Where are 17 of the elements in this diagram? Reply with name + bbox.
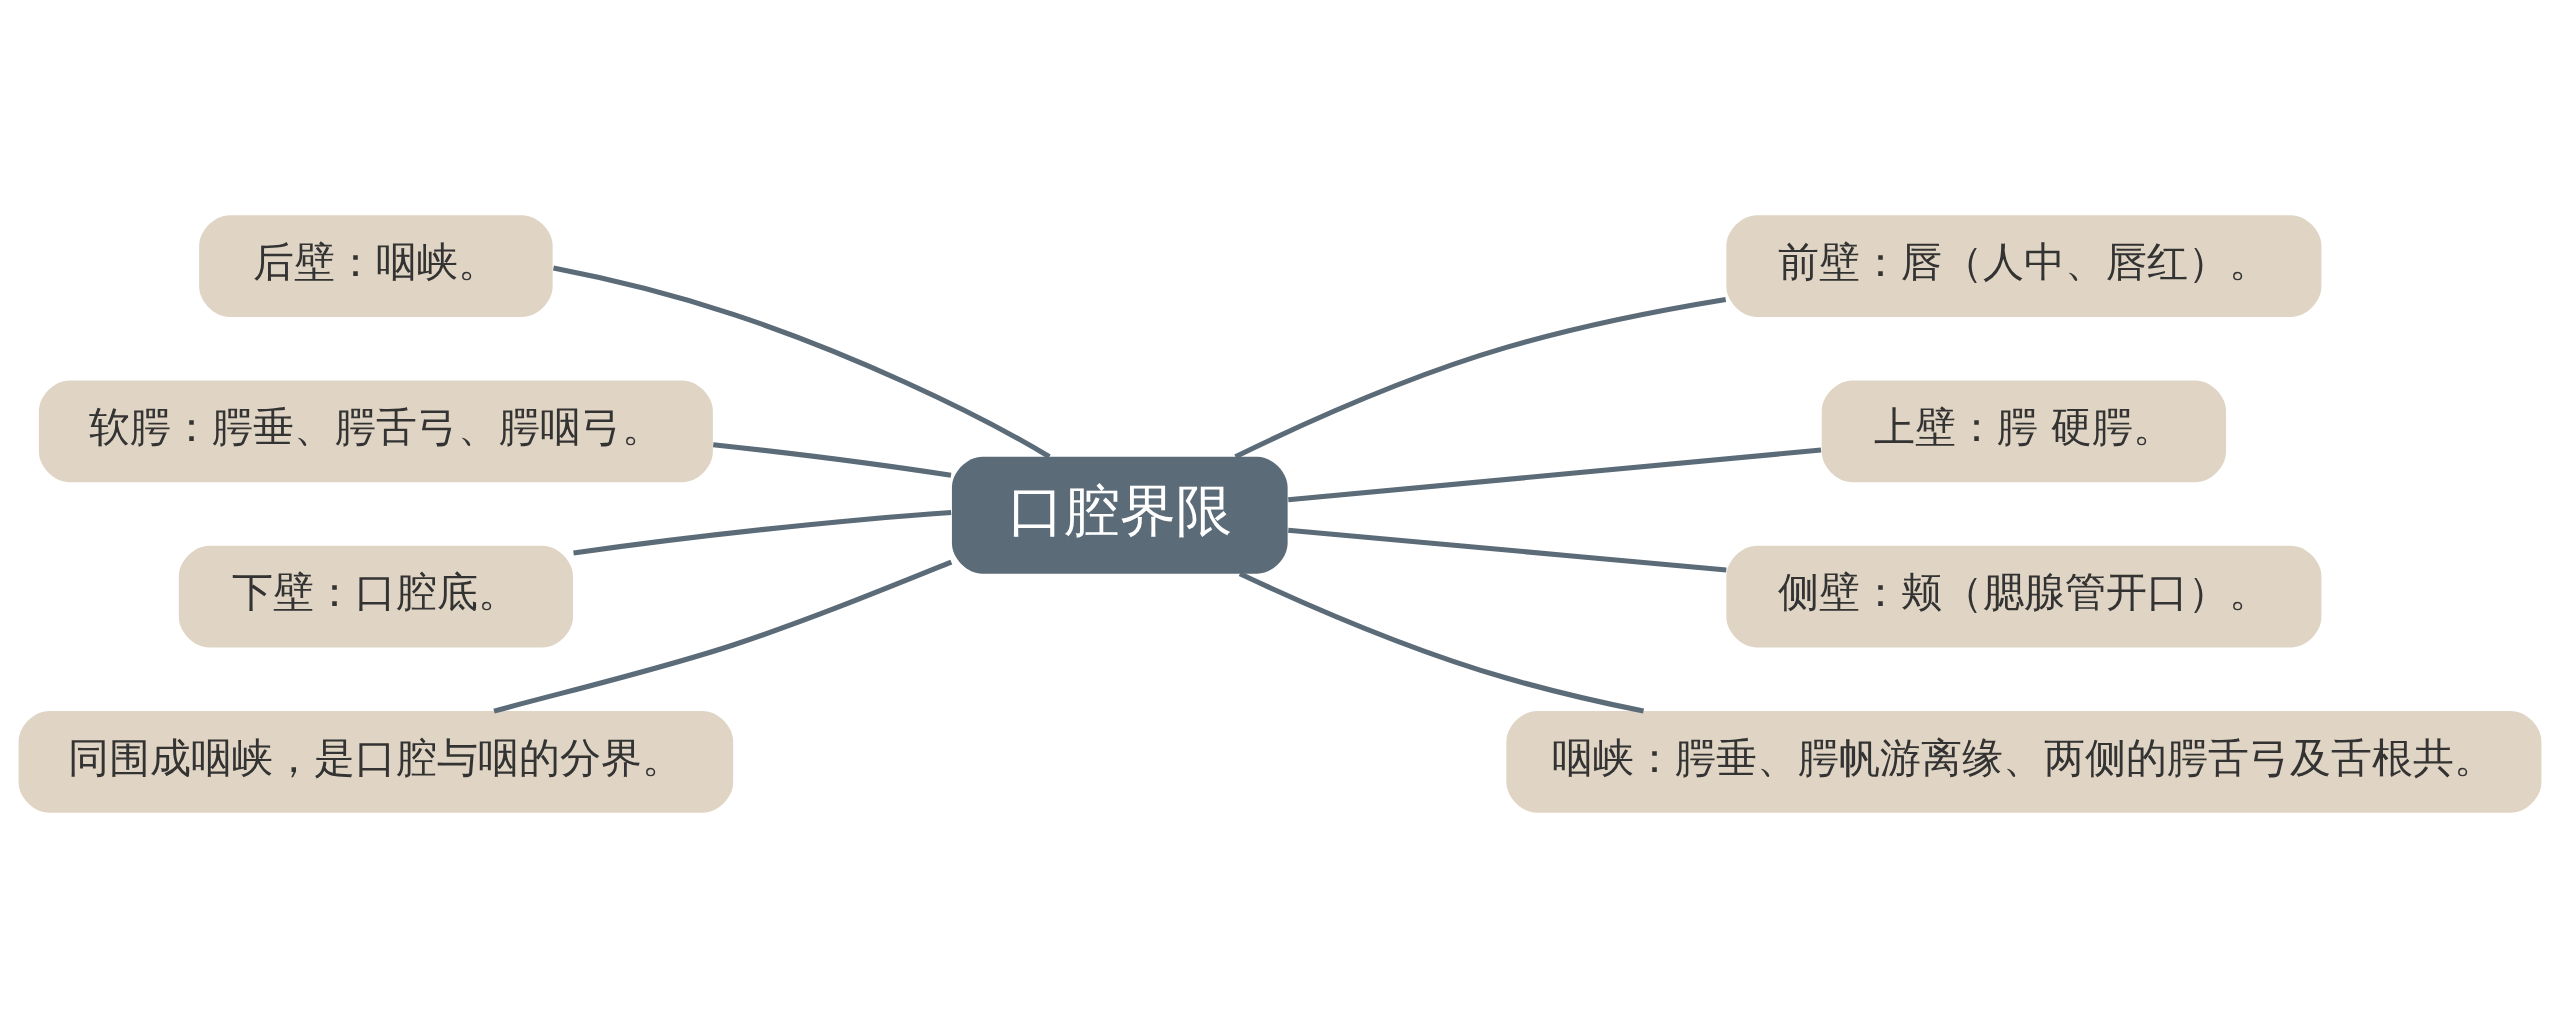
connector	[1288, 527, 1727, 573]
connector	[1238, 571, 1645, 714]
node-box: 后壁：咽峡。	[199, 215, 553, 317]
node-box: 咽峡：腭垂、腭帆游离缘、两侧的腭舌弓及舌根共。	[1506, 711, 2542, 813]
connector	[573, 509, 952, 556]
node-box: 同围成咽峡，是口腔与咽的分界。	[18, 711, 734, 813]
connector	[712, 442, 952, 478]
node-box: 前壁：唇（人中、唇红）。	[1726, 215, 2322, 317]
node-box: 下壁：口腔底。	[178, 545, 573, 648]
connector	[493, 559, 953, 714]
node-box: 上壁：腭 硬腭。	[1821, 380, 2227, 483]
node-box: 软腭：腭垂、腭舌弓、腭咽弓。	[38, 380, 713, 483]
connector	[1288, 447, 1822, 503]
node-box: 口腔界限	[951, 456, 1288, 574]
connector	[1234, 297, 1727, 459]
connector	[552, 265, 1051, 459]
node-box: 侧壁：颊（腮腺管开口）。	[1726, 545, 2322, 648]
